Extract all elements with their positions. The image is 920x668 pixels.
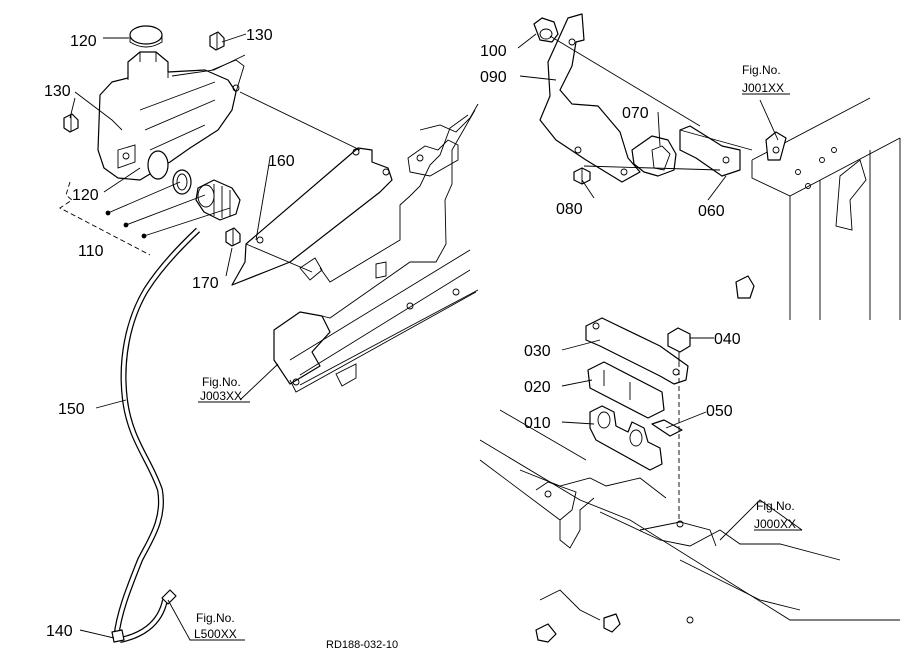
callout-070-clamp: 070 — [622, 105, 649, 122]
overflow-hose-part — [113, 227, 201, 643]
bolt-130-left-part — [63, 113, 79, 133]
stay-090-part — [539, 13, 641, 183]
callout-120-grommet: 120 — [72, 187, 99, 204]
callout-080-bolt: 080 — [556, 201, 583, 218]
set-dots — [105, 210, 147, 239]
callout-170-bolt: 170 — [192, 275, 219, 292]
bolt-040-part — [667, 327, 691, 362]
reserve-tank-part — [97, 51, 245, 181]
callout-120-cap: 120 — [70, 33, 97, 50]
plate-030-part — [585, 317, 689, 385]
bolt-080-part — [573, 167, 591, 185]
figref-j001-label: Fig.No. — [742, 63, 781, 77]
callout-090-stay: 090 — [480, 69, 507, 86]
callout-060-plate: 060 — [698, 203, 725, 220]
drawing-id: RD188-032-10 — [326, 639, 398, 651]
callout-140-clamp: 140 — [46, 623, 73, 640]
callout-050-seal: 050 — [706, 403, 733, 420]
hose-clamp-part — [111, 629, 125, 643]
plate-060-part — [679, 125, 741, 177]
clamp-020-part — [587, 361, 665, 419]
bolt-170-part — [225, 227, 241, 247]
bolt-100-part — [533, 17, 559, 43]
leader-lines-lower-right — [561, 337, 803, 541]
callout-130-left: 130 — [44, 83, 71, 100]
callout-030-plate: 030 — [524, 343, 551, 360]
clamp-010-part — [589, 405, 663, 471]
figref-j000-code: J000XX — [754, 517, 796, 531]
figref-j003-label: Fig.No. — [202, 375, 241, 389]
frame-bottom-right — [479, 409, 900, 643]
frame-top-right — [735, 97, 901, 320]
figref-j003-code: J003XX — [200, 389, 242, 403]
bracket-160-part — [231, 147, 393, 286]
clamp-070-part — [631, 135, 677, 177]
callout-160-bracket: 160 — [268, 153, 295, 170]
tank-cap-part — [129, 25, 163, 48]
callout-110-set: 110 — [78, 243, 104, 260]
callout-010-clamp: 010 — [524, 415, 551, 432]
tank-fitting-part — [195, 179, 241, 221]
leader-lines-upper-right — [517, 33, 779, 201]
callout-020-clamp: 020 — [524, 379, 551, 396]
bolt-130-upper-part — [209, 31, 225, 51]
callout-130-upper: 130 — [246, 27, 273, 44]
figref-j000-label: Fig.No. — [756, 499, 795, 513]
leader-lines-left — [69, 33, 361, 641]
figref-j001-code: J001XX — [742, 81, 784, 95]
grommet-part — [172, 169, 192, 195]
callout-150-hose: 150 — [58, 401, 85, 418]
callout-100-bolt: 100 — [480, 43, 507, 60]
callout-040-bolt: 040 — [714, 331, 741, 348]
figref-l500-label: Fig.No. — [196, 611, 235, 625]
set-bracket-110 — [59, 181, 151, 256]
figref-l500-code: L500XX — [194, 627, 237, 641]
frame-structure — [273, 103, 479, 393]
